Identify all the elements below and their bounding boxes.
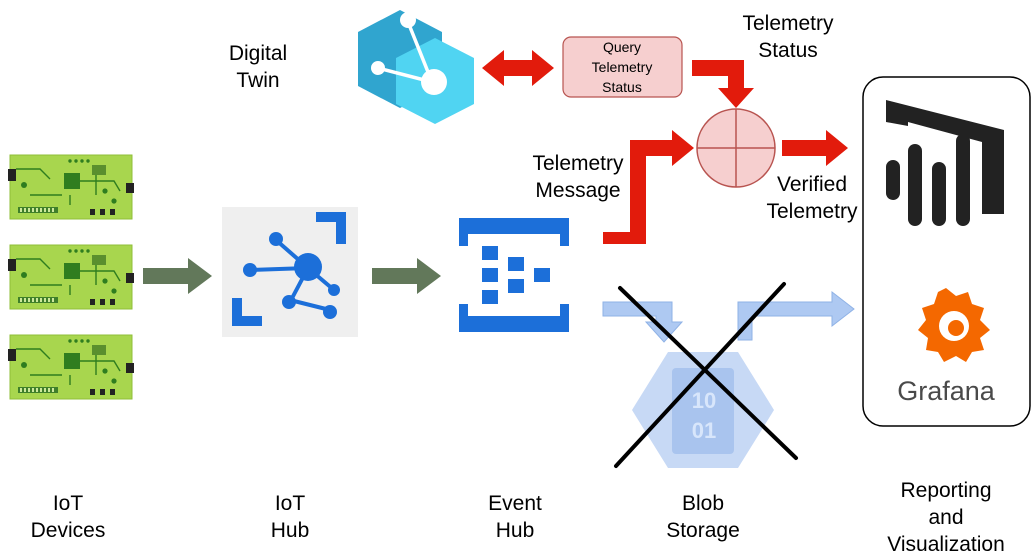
blob-digits-row-1: 10	[692, 388, 716, 413]
arrow-hub-to-eventhub	[372, 258, 441, 294]
iot-device-board-2	[7, 244, 135, 310]
circuit-board-icon	[7, 334, 135, 400]
arrow-query-to-verifier	[692, 60, 754, 108]
label-digital-twin-2: Twin	[236, 69, 279, 92]
event-hub-icon	[459, 218, 569, 332]
edge-label-telemetry-status-1: Telemetry	[742, 12, 834, 35]
circuit-board-icon	[7, 154, 135, 220]
edge-label-telemetry-message-1: Telemetry	[532, 152, 624, 175]
grafana-icon: Grafana	[897, 288, 996, 406]
edge-label-verified-telemetry-2: Telemetry	[766, 200, 858, 223]
query-line-2: Telemetry	[592, 59, 653, 75]
blob-storage-path-deprecated	[602, 290, 855, 343]
query-telemetry-status-box: Query Telemetry Status	[562, 36, 683, 98]
arrow-eventhub-to-verifier	[603, 130, 694, 244]
circuit-board-icon	[7, 244, 135, 310]
edge-label-telemetry-message-2: Message	[535, 179, 620, 202]
query-line-3: Status	[602, 79, 642, 95]
label-blob-storage-1: Blob	[682, 492, 724, 515]
digital-twin-icon	[358, 10, 474, 124]
telemetry-verifier-junction	[696, 108, 776, 188]
label-iot-hub-2: Hub	[271, 519, 310, 542]
removed-cross-icon	[614, 282, 798, 468]
edge-label-telemetry-status-2: Status	[758, 39, 818, 62]
label-iot-devices-2: Devices	[31, 519, 106, 542]
arrow-twin-query-bidirectional	[482, 50, 554, 86]
arrow-verifier-to-reporting	[782, 130, 848, 166]
query-line-1: Query	[603, 39, 641, 55]
iot-hub-icon	[222, 207, 358, 337]
label-iot-hub-1: IoT	[275, 492, 306, 515]
arrow-devices-to-hub	[143, 258, 212, 294]
label-iot-devices-1: IoT	[53, 492, 84, 515]
blob-digits-row-2: 01	[692, 418, 716, 443]
iot-device-board-3	[7, 334, 135, 400]
label-reporting-2: and	[928, 506, 963, 529]
label-reporting-3: Visualization	[887, 533, 1005, 556]
label-blob-storage-2: Storage	[666, 519, 740, 542]
label-digital-twin-1: Digital	[229, 42, 287, 65]
label-event-hub-1: Event	[488, 492, 542, 515]
label-reporting-1: Reporting	[900, 479, 991, 502]
iot-device-board-1	[7, 154, 135, 220]
edge-label-verified-telemetry-1: Verified	[777, 173, 847, 196]
arrow-eventhub-to-blob	[602, 301, 684, 343]
label-event-hub-2: Hub	[496, 519, 535, 542]
reporting-panel: Grafana	[862, 76, 1031, 427]
power-bi-icon	[886, 100, 1004, 226]
grafana-wordmark: Grafana	[897, 376, 996, 406]
